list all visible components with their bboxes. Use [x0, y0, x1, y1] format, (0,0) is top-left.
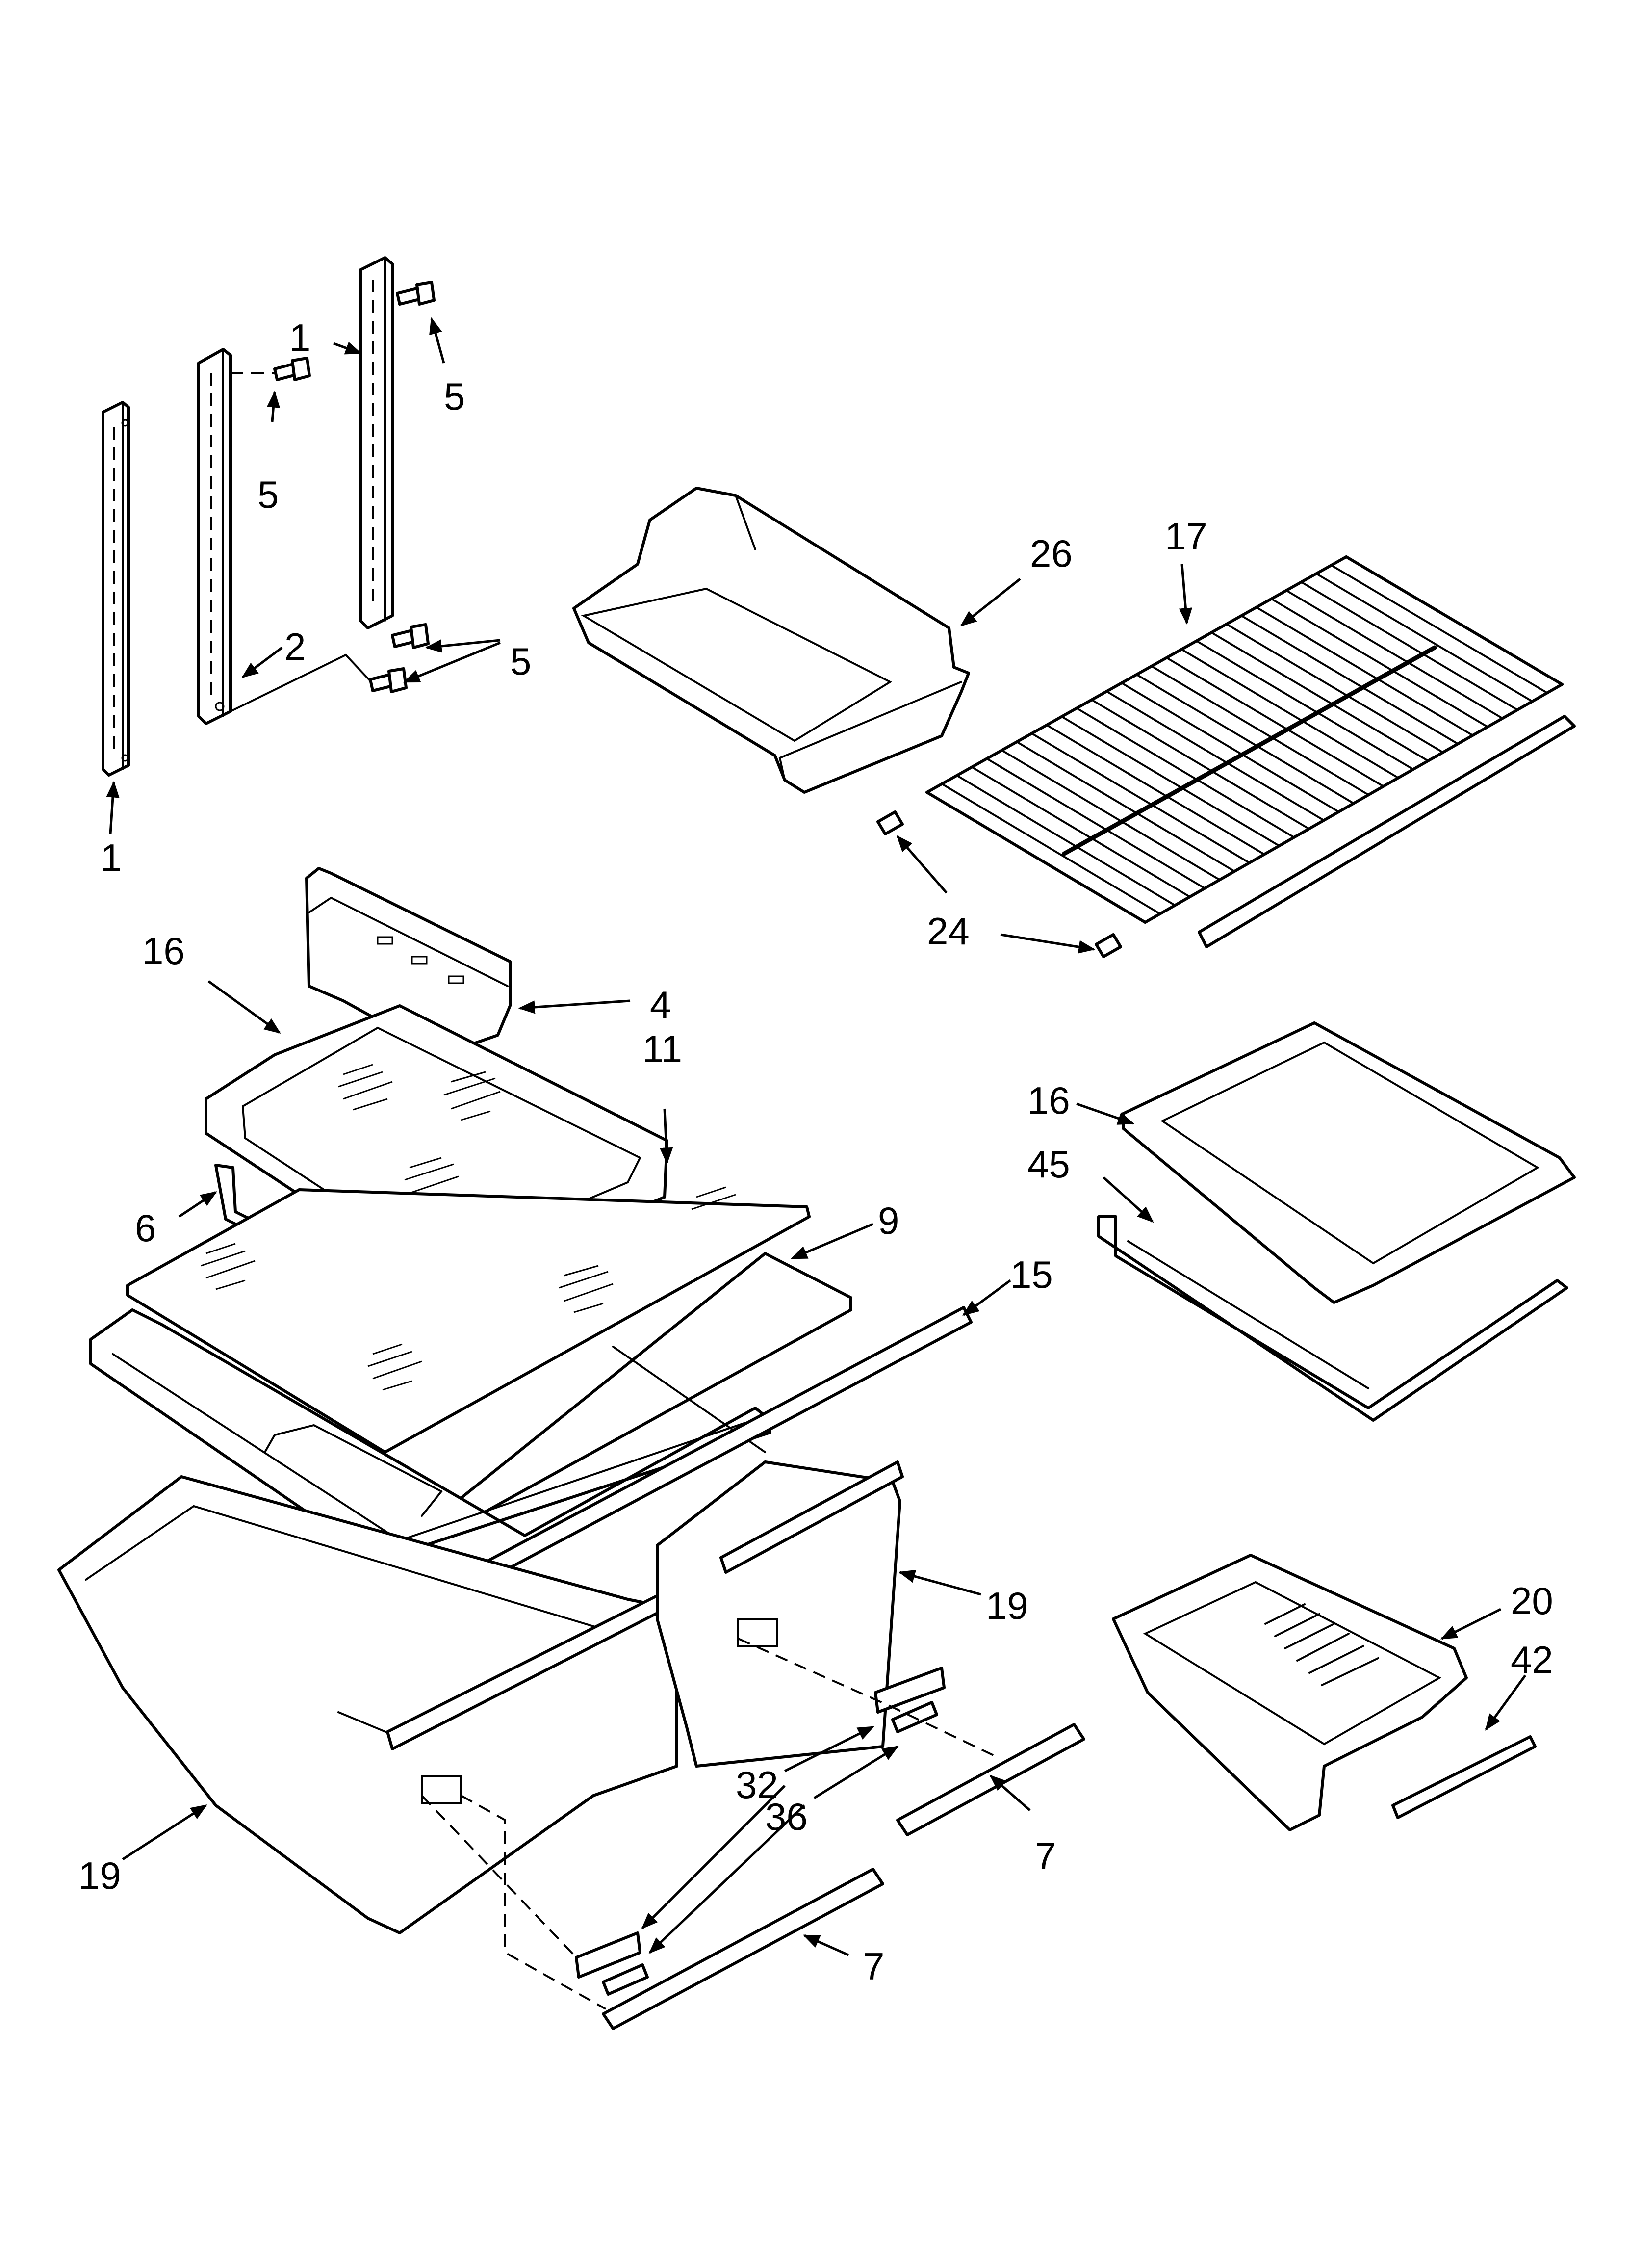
callout-19-right: 19 [986, 1584, 1028, 1627]
shelf-frame-45 [1097, 1215, 1568, 1422]
wire-rung [1151, 665, 1369, 796]
callout-6: 6 [135, 1206, 156, 1250]
drawer-ribs [1264, 1603, 1379, 1686]
callout-4: 4 [650, 983, 671, 1026]
meat-drawer-20 [1112, 1554, 1468, 1831]
glass-shelf-11 [126, 1186, 811, 1454]
door-bin-26 [572, 487, 970, 794]
screw-5-left [231, 357, 311, 381]
callout-32: 32 [736, 1763, 778, 1806]
wire-rung [1121, 682, 1339, 813]
callout-2: 2 [284, 625, 306, 668]
glass-hatching-16 [338, 1064, 501, 1205]
shelf-frame-9 [401, 1252, 852, 1559]
callout-16-right: 16 [1027, 1079, 1070, 1122]
callout-7-right: 7 [1035, 1834, 1056, 1877]
clip-32-right [874, 1667, 946, 1733]
callout-36: 36 [765, 1795, 808, 1838]
callout-26: 26 [1030, 532, 1073, 575]
callout-15: 15 [1010, 1253, 1053, 1296]
callout-1-bottom: 1 [101, 836, 122, 879]
glass-shelf-16-right [1122, 1021, 1576, 1304]
wire-rung [941, 783, 1161, 915]
wire-rung [1241, 615, 1459, 745]
callout-17: 17 [1165, 515, 1207, 558]
crisper-drawer-19-right [656, 1460, 904, 1768]
utility-bin-4 [305, 867, 512, 1056]
trim-7-right [896, 1723, 1085, 1836]
shelf-support-center [197, 348, 232, 725]
callout-11: 11 [642, 1027, 682, 1070]
shelf-pin-24 [876, 810, 1122, 958]
callout-7-bottom: 7 [863, 1945, 884, 1988]
wire-rung [1136, 674, 1355, 805]
wire-rung [1196, 640, 1414, 770]
wire-rung [1315, 573, 1533, 703]
wire-rung [1301, 581, 1518, 711]
dashed-alignment-lines [421, 1638, 996, 2010]
crisper-drawer-19-left [57, 1475, 681, 1934]
screw-5-top [396, 281, 436, 306]
callout-24: 24 [927, 910, 970, 953]
shelf-support-left [102, 401, 130, 777]
callout-labels: 1 5 5 2 5 1 26 17 24 16 4 11 6 9 15 16 4… [78, 316, 1553, 1988]
clip-36-left [575, 1931, 649, 1996]
wire-rung [1226, 623, 1444, 754]
callout-9: 9 [878, 1199, 899, 1242]
wire-rung [1061, 715, 1280, 847]
glass-hatching-11 [201, 1186, 736, 1391]
callout-19-left: 19 [78, 1854, 121, 1897]
wire-rung [1046, 724, 1265, 856]
drawer-trim-42 [1391, 1735, 1537, 1819]
wire-rung [1331, 564, 1548, 694]
wire-rung [1091, 699, 1309, 830]
wire-rung [1166, 656, 1384, 787]
wire-rung [1031, 732, 1250, 864]
trim-7-bottom [602, 1868, 884, 2030]
wire-rung [1181, 648, 1399, 779]
callout-45: 45 [1027, 1143, 1070, 1186]
wire-rung [1271, 598, 1488, 728]
callout-5-top: 5 [444, 375, 465, 418]
callout-1-top: 1 [289, 316, 310, 359]
callout-42: 42 [1511, 1638, 1553, 1681]
wire-rung [1285, 589, 1503, 720]
leader-lines [106, 317, 1527, 1956]
callout-16-left: 16 [142, 929, 185, 972]
wire-rung [1076, 707, 1295, 838]
callout-5-pair: 5 [510, 640, 531, 683]
wire-rung [971, 766, 1191, 898]
wire-rung [1211, 631, 1429, 762]
wire-rung [1001, 749, 1220, 881]
shelf-support-right [359, 256, 394, 629]
wire-rung [956, 774, 1176, 907]
wire-rung [986, 757, 1206, 889]
wire-rung [1016, 741, 1235, 872]
wire-shelf-17 [925, 555, 1576, 948]
wire-rung [1106, 690, 1325, 821]
callout-5-left: 5 [257, 473, 279, 516]
wire-rung [1256, 606, 1473, 736]
screw-5-pair [230, 623, 430, 712]
callout-20: 20 [1511, 1579, 1553, 1622]
